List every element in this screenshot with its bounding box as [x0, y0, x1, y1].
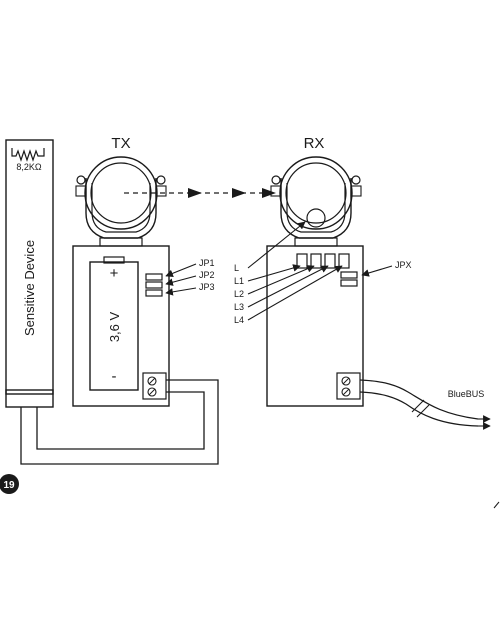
rx-led-4	[338, 253, 350, 269]
battery-plus: +	[110, 265, 119, 282]
resistor-symbol	[11, 148, 45, 162]
figure-number: 19	[3, 480, 15, 491]
device-to-tx-wiring	[20, 379, 219, 465]
rx-led-label-l3: L3	[234, 302, 244, 312]
battery: + 3,6 V -	[89, 256, 139, 391]
rx-terminal-block	[336, 372, 361, 400]
resistor-value: 8,2KΩ	[16, 162, 42, 172]
tx-label: TX	[111, 135, 130, 152]
figure-number-badge: 19	[0, 474, 19, 494]
rx-led-3	[324, 253, 336, 269]
rx-jumper-2	[340, 279, 358, 287]
tx-jumper-2	[145, 281, 163, 289]
tx-jumper-label-1: JP1	[199, 258, 215, 268]
battery-minus: -	[112, 368, 117, 385]
sensitive-device-label: Sensitive Device	[22, 240, 37, 336]
tx-jumper-3	[145, 289, 163, 297]
rx-label: RX	[304, 135, 325, 152]
tx-jumper-label-2: JP2	[199, 270, 215, 280]
bluebus-cable: BlueBUS	[359, 379, 491, 430]
sensitive-device: 8,2KΩ Sensitive Device	[5, 139, 54, 408]
rx-led-label-l: L	[234, 263, 239, 273]
rx-led-label-l2: L2	[234, 289, 244, 299]
infrared-beam	[124, 188, 276, 198]
rx-led-label-l4: L4	[234, 315, 244, 325]
tx-jumper-label-3: JP3	[199, 282, 215, 292]
battery-voltage: 3,6 V	[107, 311, 122, 342]
rx-led-1	[296, 253, 308, 269]
rx-jumper-label: JPX	[395, 260, 412, 270]
rx-led-2	[310, 253, 322, 269]
tx-jumper-1	[145, 273, 163, 281]
rx-jumper-1	[340, 271, 358, 279]
bluebus-label: BlueBUS	[448, 389, 485, 399]
rx-sensor-dot	[306, 208, 326, 228]
rx-receiver: JPX L L1 L2 L3 L4	[234, 156, 412, 407]
rx-led-label-l1: L1	[234, 276, 244, 286]
tx-transmitter: + 3,6 V - JP1 JP2 JP3	[72, 156, 215, 407]
edge-mark	[493, 501, 500, 509]
tx-terminal-block	[142, 372, 167, 400]
